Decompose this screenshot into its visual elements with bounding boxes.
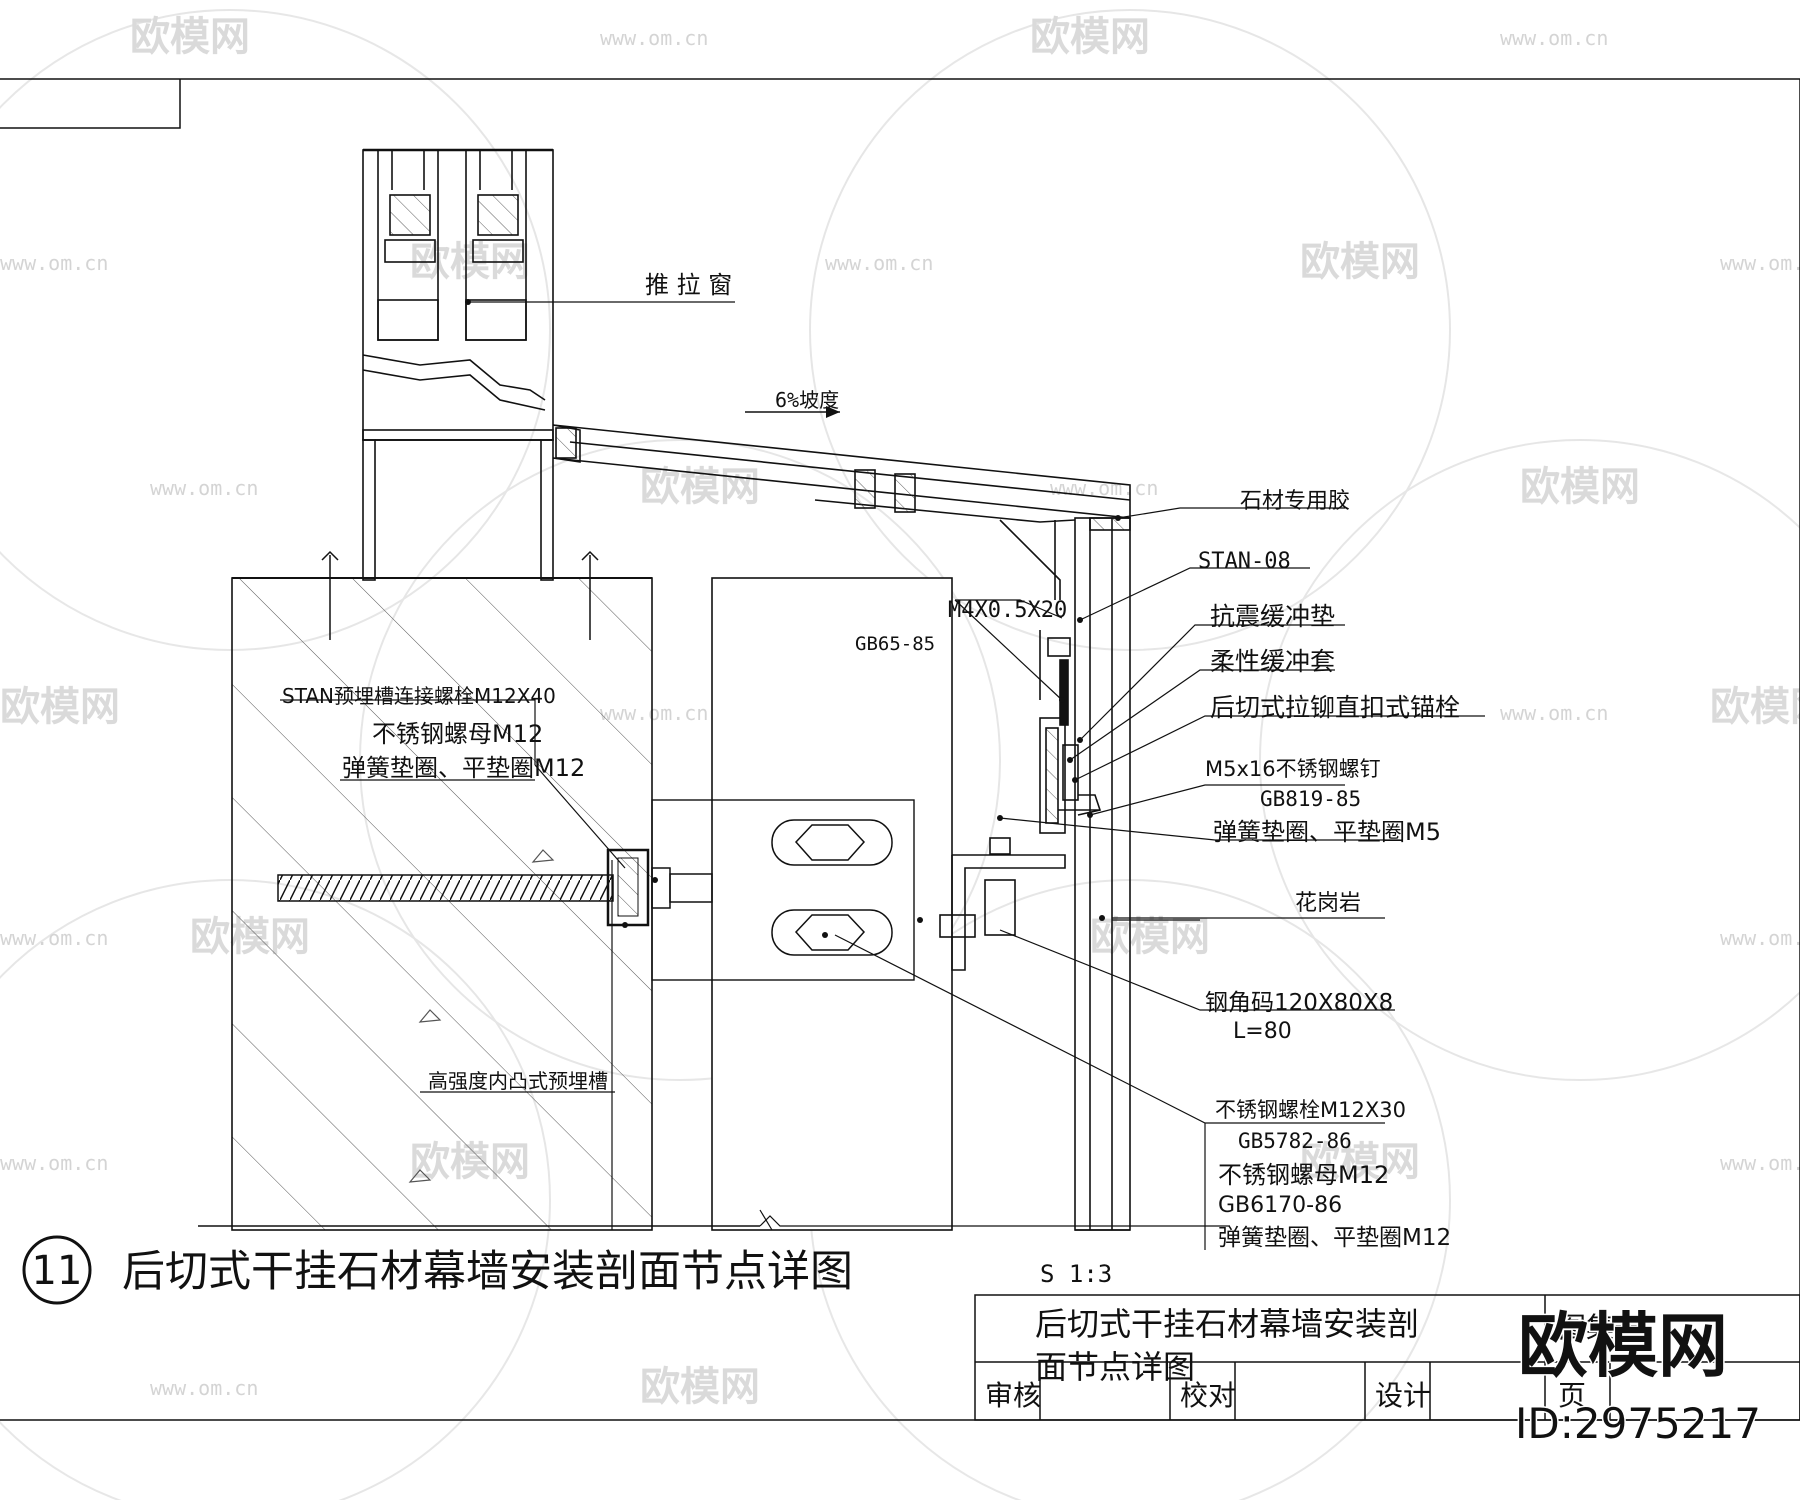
page-label: 页 [1558,1379,1586,1412]
watermark-brand: 欧模网 [640,464,760,510]
stone-glue-callout: 石材专用胶 [1240,489,1350,514]
badge-id: ID:2975217 [1515,1399,1761,1448]
callout-texts: 石材专用胶 STAN-08 M4X0.5X20 抗震缓冲垫 柔性缓冲套 后切式拉… [282,489,1460,1251]
embedded-bolt [277,848,923,1230]
drawing-title: 11 后切式干挂石材幕墙安装剖面节点详图 S 1:3 [22,1215,1230,1305]
anchor-callout: 后切式拉铆直扣式锚栓 [1210,693,1460,722]
angle-length-callout: L=80 [1233,1019,1292,1044]
bolt-m12x30-callout: 不锈钢螺栓M12X30 [1215,1098,1406,1122]
watermark-url: www.om.cn [0,1151,108,1175]
channel-callout: 高强度内凸式预埋槽 [428,1069,608,1093]
steel-angle [939,630,1102,971]
design-label: 设计 [1375,1379,1431,1412]
granite-callout: 花岗岩 [1295,891,1361,916]
watermark-url: www.om.cn [1720,1151,1800,1175]
leader-dots [997,515,1121,921]
title-block: 后切式干挂石材幕墙安装剖 面节点详图 图集号 审核 校对 设计 页 [974,1294,1800,1421]
watermark-url: www.om.cn [1500,701,1608,725]
flex-sleeve-callout: 柔性缓冲套 [1210,647,1335,676]
washer-m12-callout: 弹簧垫圈、平垫圈M12 [1218,1225,1451,1251]
m5-screw-callout: M5x16不锈钢螺钉 [1205,757,1381,781]
watermark-url: www.om.cn [1500,26,1608,50]
mullion [651,577,953,1231]
drawing-scale: S 1:3 [1040,1260,1112,1288]
watermark-url: www.om.cn [0,926,108,950]
nut-m12-callout: 不锈钢螺母M12 [1218,1161,1389,1189]
nut-m12-a-callout: 不锈钢螺母M12 [372,720,543,748]
title-block-name-2: 面节点详图 [1035,1348,1195,1386]
gb819-callout: GB819-85 [1260,787,1361,811]
drawing-number: 11 [32,1248,83,1294]
sliding-window [362,148,554,581]
watermark-url: www.om.cn [600,26,708,50]
drawing-title-text: 后切式干挂石材幕墙安装剖面节点详图 [122,1247,853,1297]
watermark-brand: 欧模网 [1030,14,1150,60]
watermark-url: www.om.cn [1720,251,1800,275]
granite-cladding [552,424,1131,1231]
watermark-url: www.om.cn [825,251,933,275]
badge-brand: 欧模网 [1518,1305,1728,1387]
washer-m12-a-callout: 弹簧垫圈、平垫圈M12 [342,754,585,782]
watermark-brand: 欧模网 [0,684,120,730]
washer-m5-callout: 弹簧垫圈、平垫圈M5 [1213,818,1441,846]
title-block-name-1: 后切式干挂石材幕墙安装剖 [1035,1305,1419,1343]
angle-callout: 钢角码120X80X8 [1205,990,1393,1016]
gb6170-callout: GB6170-86 [1218,1193,1342,1218]
brand-badge: 欧模网 ID:2975217 [1514,1304,1763,1450]
watermark-brand: 欧模网 [1090,914,1210,960]
watermark-brand: 欧模网 [130,14,250,60]
watermark-brand: 欧模网 [1300,1139,1420,1185]
watermark-url: www.om.cn [0,251,108,275]
window-label: 推 拉 窗 [465,271,735,305]
window-callout: 推 拉 窗 [645,271,732,299]
atlas-number-label: 图集号 [1558,1311,1642,1344]
m4-screw-callout: M4X0.5X20 [948,598,1067,623]
slope-indicator: 6%坡度 [745,388,840,418]
seismic-pad-callout: 抗震缓冲垫 [1210,602,1335,631]
watermark-brand: 欧模网 [640,1364,760,1410]
slope-callout: 6%坡度 [775,388,839,412]
leader-lines [280,507,1485,1250]
check-label: 校对 [1180,1379,1236,1412]
watermark-url: www.om.cn [150,1376,258,1400]
concrete-slab [231,550,653,1231]
gb5782-callout: GB5782-86 [1238,1129,1352,1153]
stan-bolt-callout: STAN预埋槽连接螺栓M12X40 [282,684,556,708]
window-anchor-screws [321,550,599,640]
watermark-brand: 欧模网 [1710,684,1800,730]
gb65-callout: GB65-85 [855,633,935,655]
watermark-url: www.om.cn [1720,926,1800,950]
watermark-url: www.om.cn [1050,476,1158,500]
stan08-callout: STAN-08 [1198,549,1291,574]
watermark-brand: 欧模网 [1300,239,1420,285]
watermark-layer: 欧模网 欧模网 欧模网 欧模网 欧模网 欧模网 欧模网 欧模网 欧模网 欧模网 … [0,9,1800,1500]
review-label: 审核 [985,1379,1041,1412]
watermark-brand: 欧模网 [1520,464,1640,510]
watermark-url: www.om.cn [150,476,258,500]
